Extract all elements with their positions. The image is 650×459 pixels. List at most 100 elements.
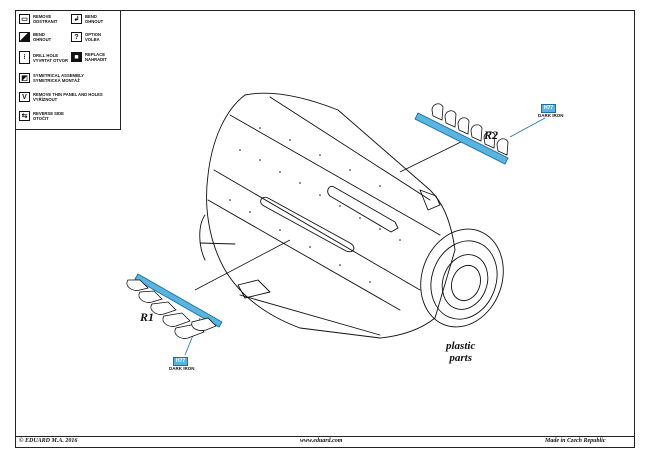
legend-text: REVERSE SIDE [33, 111, 64, 116]
legend-text: VYŘÍZNOUT [33, 97, 58, 102]
exhaust-stack [470, 124, 483, 142]
rivet [319, 154, 321, 156]
part-r2 [414, 103, 509, 165]
cowling-panel-line [239, 294, 381, 336]
legend-text: BEND [85, 14, 97, 19]
legend-text: REMOVE THIN PANEL AND HOLES [33, 92, 103, 97]
exhaust-stack [431, 103, 444, 121]
leader-line-r1 [194, 239, 291, 291]
symmetrical-assembly-icon: ◩ [19, 73, 30, 83]
exhaust-stack [496, 138, 509, 156]
legend-text: VYVRTAT OTVOR [33, 57, 68, 63]
rivet [279, 171, 281, 173]
cowling-panel-line [213, 169, 421, 291]
color-name-r2: DARK IRON [538, 113, 564, 118]
part-r1 [126, 273, 223, 339]
cowling-front-ring [430, 240, 498, 320]
exhaust-stack [150, 301, 177, 315]
part-label-r1: R1 [140, 310, 155, 324]
page-frame [15, 10, 635, 448]
cowling-lower-fairing [237, 279, 271, 299]
remove-panel-icon: V [19, 92, 30, 102]
rivet [309, 246, 311, 248]
legend-text: VOLBA [85, 37, 100, 42]
rivet [339, 205, 341, 207]
rivet [229, 199, 231, 201]
footer-copyright: © EDUARD M.A. 2016 [19, 438, 78, 444]
rivet [339, 264, 341, 266]
drill-hole-icon: ⁝ [19, 51, 30, 64]
part-r2-bar [414, 112, 509, 165]
rivet [359, 217, 361, 219]
rivet [369, 281, 371, 283]
exhaust-stack [138, 290, 163, 303]
bend-icon: ↲ [71, 14, 82, 24]
legend-text: NAHRADIT [85, 57, 107, 62]
replace-icon: ■ [71, 52, 82, 62]
legend-text: REPLACE [85, 52, 106, 57]
legend-text: OHNOUT [33, 37, 52, 42]
exhaust-stack [126, 279, 149, 291]
cowling-side-detail [199, 242, 236, 245]
cowling-panel-line [229, 114, 441, 236]
rivet-pattern [229, 127, 401, 283]
rivet [259, 127, 261, 129]
exhaust-stack [191, 317, 217, 331]
leader-line-r2 [399, 139, 466, 173]
legend-text: DRILL HOLE [33, 52, 59, 58]
exhaust-slot [327, 185, 399, 233]
rivet [349, 169, 351, 171]
exhaust-stack [457, 117, 470, 135]
cowling-outline [206, 92, 456, 339]
rivet [379, 185, 381, 187]
rivet [239, 149, 241, 151]
rivet [399, 239, 401, 241]
exhaust-stack [483, 131, 496, 149]
rivet [299, 182, 301, 184]
plastic-parts-line1: plastic [446, 340, 476, 352]
cowling-top-intake [419, 189, 441, 211]
exhaust-stack [162, 312, 191, 327]
cowling-intake [441, 254, 489, 310]
reverse-side-icon: ⇆ [19, 111, 30, 121]
part-label-r2: R2 [484, 128, 499, 142]
footer-website[interactable]: www.eduard.com [300, 438, 343, 444]
plastic-parts-line2: parts [449, 352, 472, 364]
color-badge-r2: H77 [541, 104, 557, 113]
legend-text: REMOVE [33, 14, 52, 19]
legend-text: SYMETRICAL ASSEMBLY [33, 73, 85, 78]
color-name-r1: DARK IRON [169, 366, 195, 371]
exhaust-stack [444, 110, 457, 128]
footer-made-in: Made in Czech Republic [545, 438, 606, 444]
color-badge-r1: H77 [173, 357, 189, 366]
part-r1-bar [134, 273, 223, 328]
cowling-side-detail [199, 214, 206, 261]
leader-line-r2-badge [509, 117, 546, 138]
rivet [379, 228, 381, 230]
rivet [289, 139, 291, 141]
legend-text: OPTION [85, 32, 102, 37]
option-icon: ? [71, 32, 82, 42]
cowling-front-ring [420, 228, 504, 328]
bend-partial-icon [19, 32, 30, 42]
rivet [279, 229, 281, 231]
rivet [259, 159, 261, 161]
legend-text: OTOČIT [33, 116, 49, 121]
rivet [249, 211, 251, 213]
rivet [319, 194, 321, 196]
legend-text: BEND [33, 32, 45, 37]
exhaust-slot [260, 196, 355, 253]
cowling-intake [451, 264, 481, 302]
legend-text: OHNOUT [85, 19, 104, 24]
